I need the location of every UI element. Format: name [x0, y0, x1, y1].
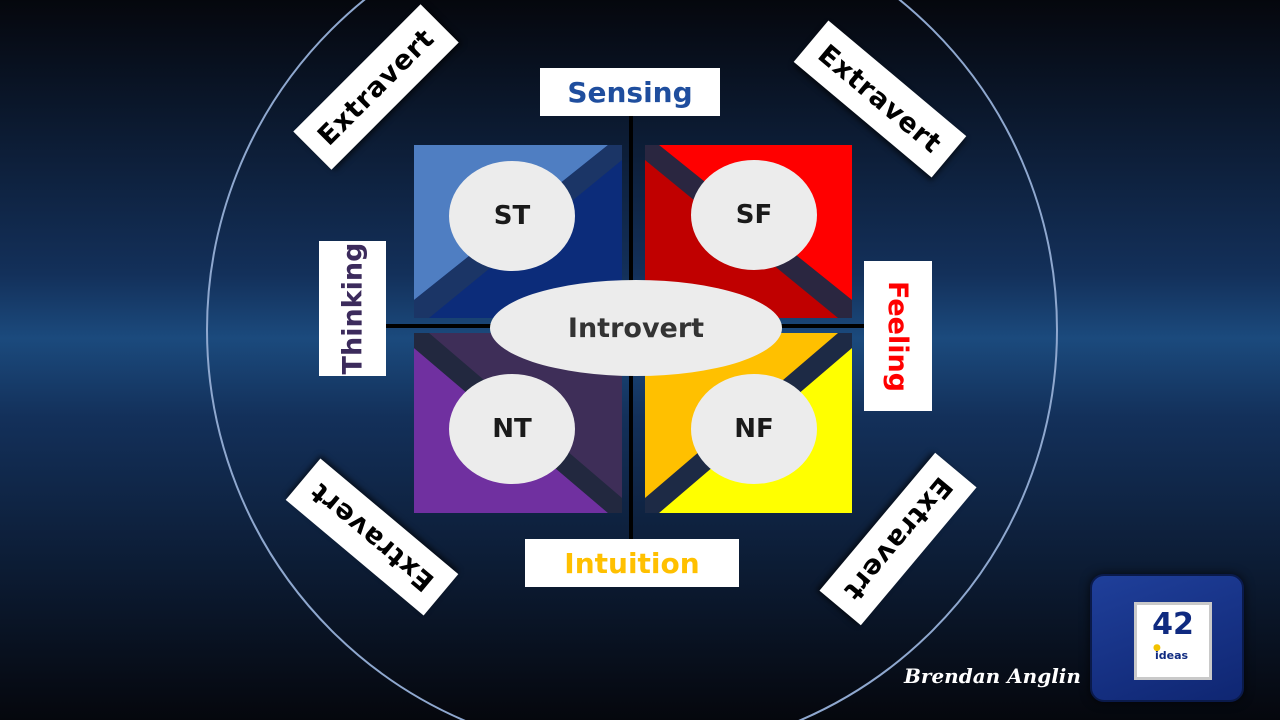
logo-word: ideas [1155, 649, 1189, 662]
center-label: Introvert [567, 312, 705, 344]
quadrant-label-sf: SF [735, 200, 773, 230]
intuition-text: Intuition [564, 546, 700, 580]
axis-label-feeling: Feeling [864, 261, 932, 411]
thinking-text: Thinking [337, 242, 369, 375]
feeling-text: Feeling [882, 280, 914, 392]
quadrant-circle-sf: SF [691, 160, 817, 270]
quadrant-label-st: ST [493, 201, 531, 231]
sensing-text: Sensing [567, 75, 693, 109]
axis-label-sensing: Sensing [540, 68, 720, 116]
axis-label-intuition: Intuition [525, 539, 739, 587]
logo-inner-frame: 42 ● ideas [1134, 602, 1212, 680]
quadrant-circle-st: ST [449, 161, 575, 271]
lightbulb-icon: ● [1153, 643, 1161, 653]
42-ideas-logo[interactable]: 42 ● ideas [1090, 574, 1244, 702]
quadrant-label-nt: NT [492, 414, 532, 444]
logo-number: 42 [1152, 607, 1194, 642]
quadrant-label-nf: NF [734, 414, 774, 444]
quadrant-circle-nf: NF [691, 374, 817, 484]
outer-circle [206, 0, 1058, 720]
quadrant-circle-nt: NT [449, 374, 575, 484]
axis-label-thinking: Thinking [319, 241, 386, 376]
author-signature: Brendan Anglin [904, 664, 1081, 688]
center-ellipse: Introvert [490, 280, 782, 376]
